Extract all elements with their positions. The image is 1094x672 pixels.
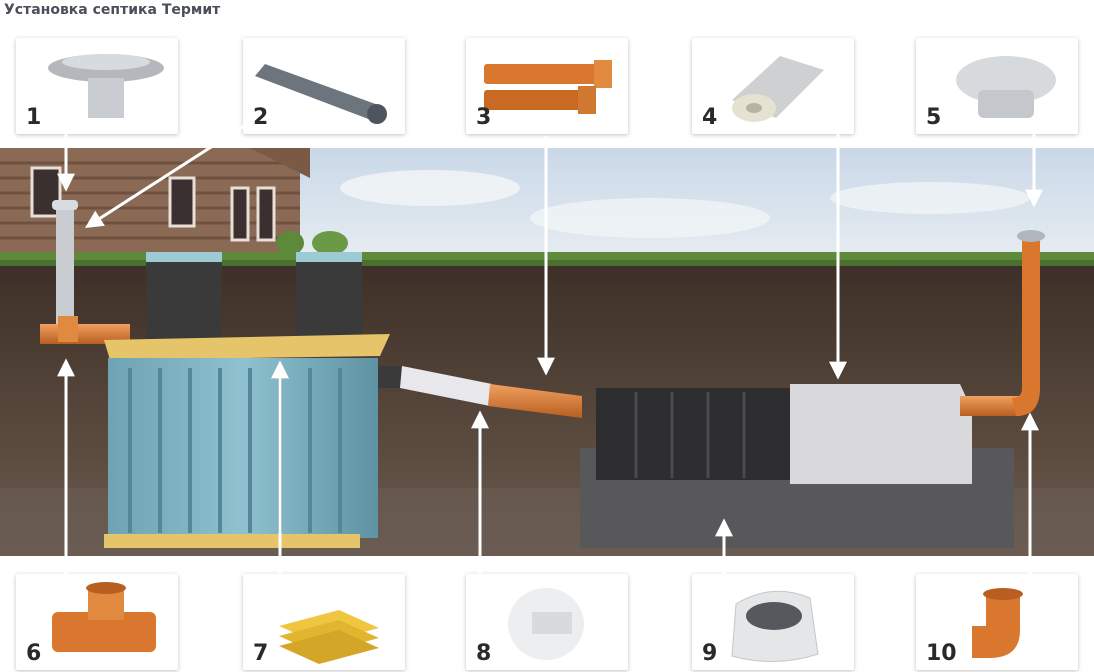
pipe-insulation-icon <box>508 588 584 660</box>
septic-installation-scene <box>0 148 1094 556</box>
vent-cap-icon <box>956 56 1056 118</box>
item-card-8: 8 <box>466 574 628 670</box>
item-card-1: 1 <box>16 38 178 134</box>
orange-pipes-icon <box>484 60 612 114</box>
item-card-2: 2 <box>243 38 405 134</box>
item-card-9: 9 <box>692 574 854 670</box>
item-number: 1 <box>26 105 42 130</box>
gray-pipe-icon <box>255 64 387 124</box>
item-number: 8 <box>476 641 492 666</box>
item-number: 4 <box>702 105 718 130</box>
item-card-3: 3 <box>466 38 628 134</box>
item-number: 7 <box>253 641 269 666</box>
gravel-bag-icon <box>731 590 819 662</box>
item-number: 3 <box>476 105 492 130</box>
item-card-4: 4 <box>692 38 854 134</box>
insulation-boards-icon <box>279 610 379 664</box>
item-number: 2 <box>253 105 269 130</box>
elbow-fitting-icon <box>972 588 1023 658</box>
tee-fitting-icon <box>52 582 156 652</box>
vent-cap-icon <box>48 54 164 118</box>
item-number: 5 <box>926 105 942 130</box>
page-title: Установка септика Термит <box>4 2 221 18</box>
item-card-5: 5 <box>916 38 1078 134</box>
item-card-6: 6 <box>16 574 178 670</box>
item-number: 6 <box>26 641 42 666</box>
item-card-10: 10 <box>916 574 1078 670</box>
item-card-7: 7 <box>243 574 405 670</box>
item-number: 9 <box>702 641 718 666</box>
item-number: 10 <box>926 641 957 666</box>
geotextile-roll-icon <box>732 56 824 122</box>
